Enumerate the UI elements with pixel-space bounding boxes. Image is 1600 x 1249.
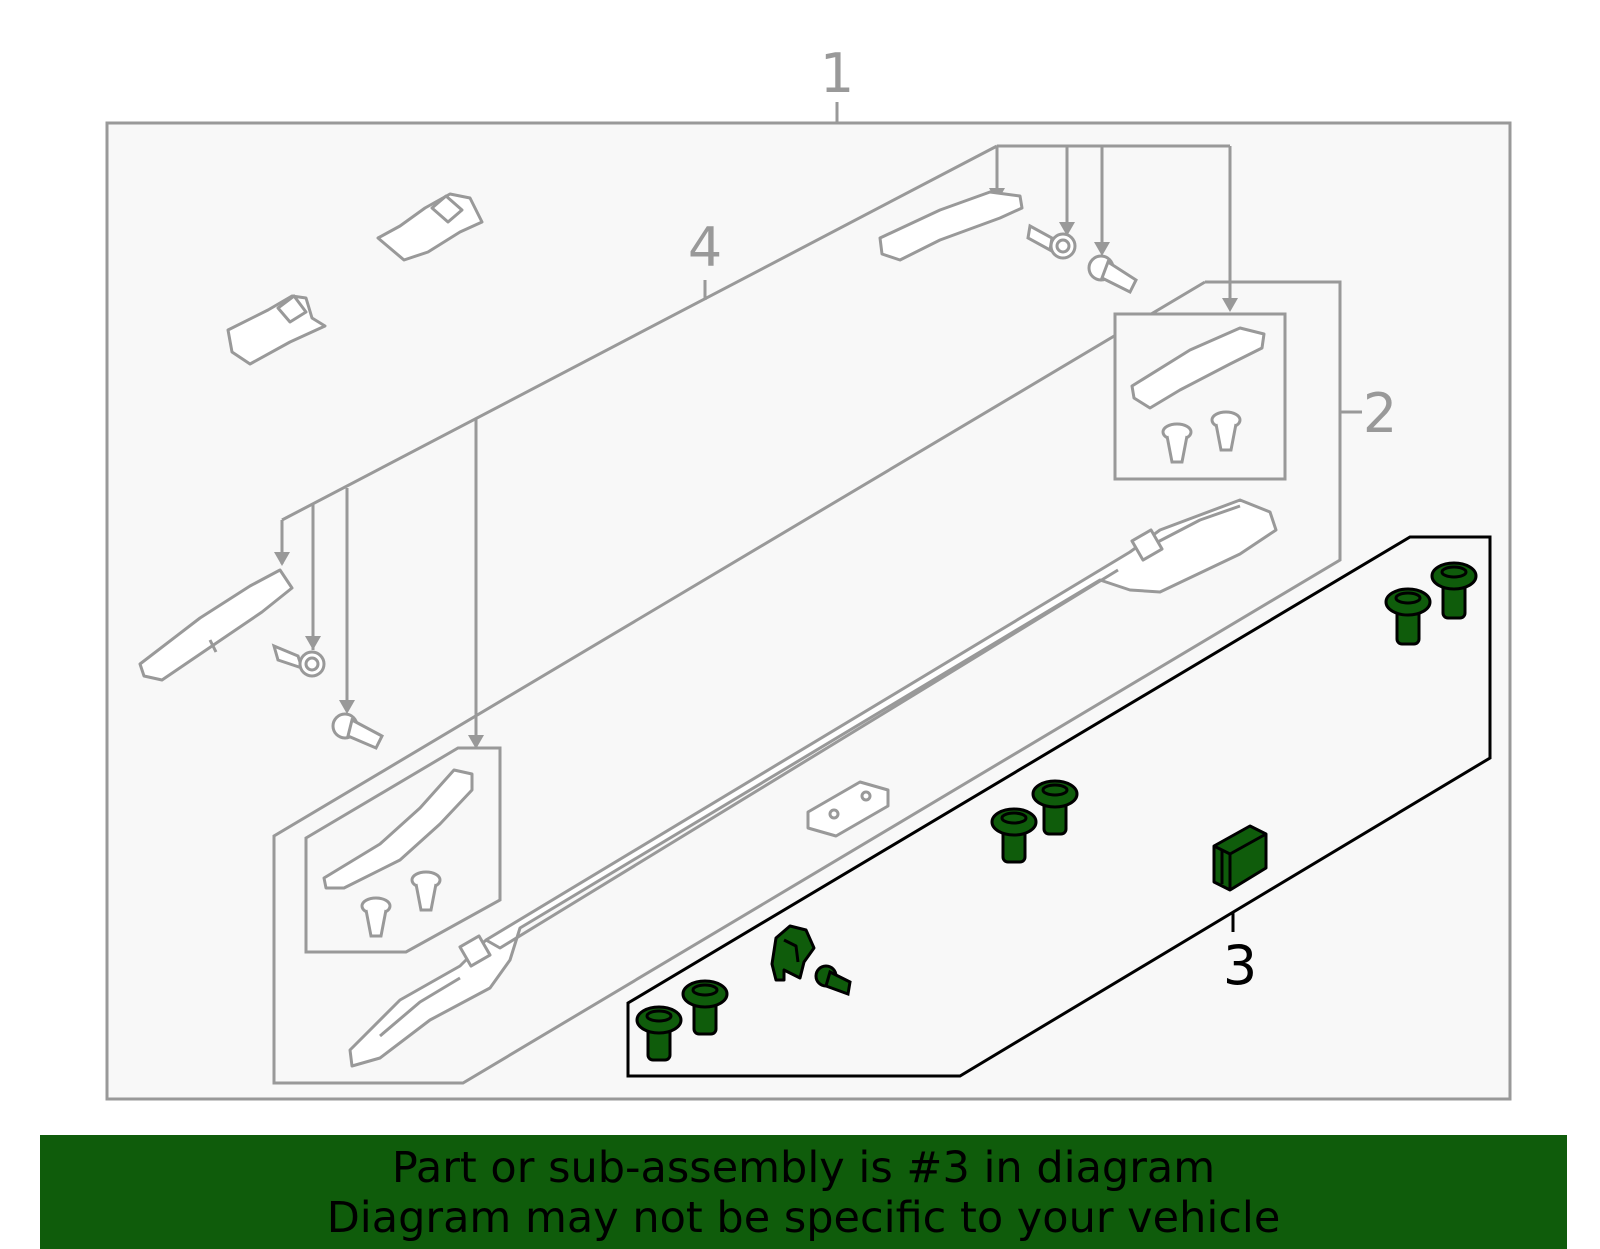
end-cap-icon [878, 190, 1024, 262]
parts-diagram: 1 4 [105, 42, 1512, 1101]
spacer-icon [1212, 824, 1268, 892]
info-banner: Part or sub-assembly is #3 in diagram Di… [40, 1135, 1567, 1249]
bracket-icon [770, 924, 816, 982]
screw-icon [271, 643, 326, 678]
banner-line-2: Diagram may not be specific to your vehi… [326, 1193, 1281, 1243]
screw-icon [1026, 223, 1077, 260]
callout-2: 2 [1363, 382, 1397, 445]
fastener-icon [331, 712, 384, 750]
end-cap-icon [322, 768, 474, 890]
callout-3: 3 [1223, 934, 1257, 997]
callout-4: 4 [688, 216, 722, 279]
end-cap-icon [1130, 326, 1266, 410]
spacer-icon [806, 780, 890, 838]
callout-2-frame [272, 280, 1342, 1085]
fastener-icon [814, 964, 852, 997]
clip-icon [360, 870, 442, 938]
banner-line-1: Part or sub-assembly is #3 in diagram [391, 1143, 1216, 1193]
roof-rail-icon [348, 498, 1278, 1068]
callout-1: 1 [820, 42, 854, 105]
clip-icon [1161, 410, 1242, 464]
end-cap-icon [138, 568, 294, 682]
fastener-icon [1087, 254, 1138, 295]
screw-icon [635, 561, 1478, 1062]
clip-icon [226, 192, 484, 366]
callout-3-frame [626, 535, 1492, 1078]
